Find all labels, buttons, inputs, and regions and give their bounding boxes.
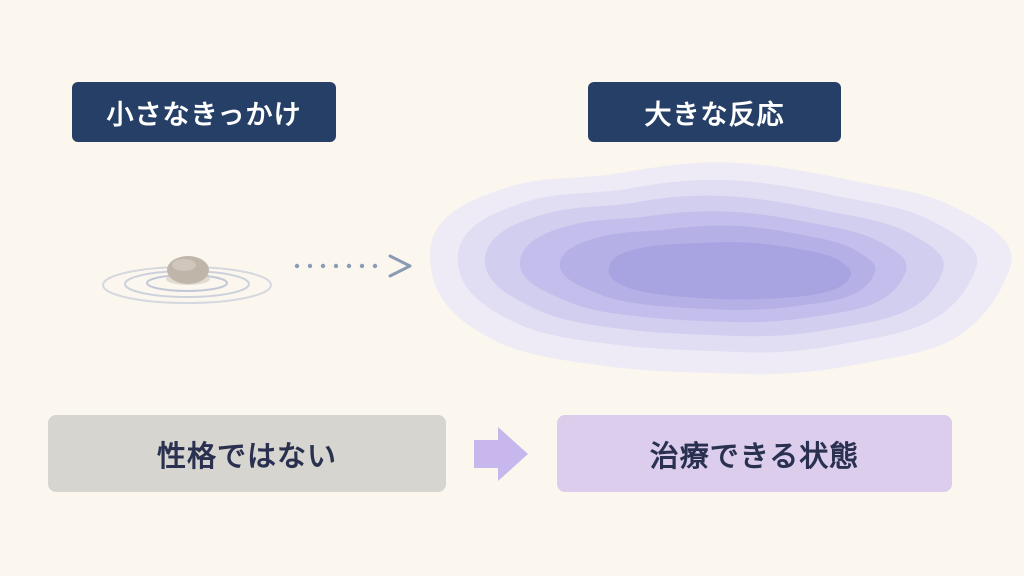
small-trigger-label: 小さなきっかけ bbox=[72, 82, 336, 142]
puddle-icon bbox=[430, 162, 1012, 375]
dotted-arrow-icon bbox=[294, 254, 412, 278]
stone-icon bbox=[166, 256, 210, 285]
treatable-state-panel: 治療できる状態 bbox=[557, 415, 952, 492]
treatable-state-text: 治療できる状態 bbox=[649, 438, 860, 473]
not-personality-text: 性格ではない bbox=[156, 438, 337, 473]
big-reaction-label: 大きな反応 bbox=[588, 82, 841, 142]
block-arrow-icon bbox=[474, 427, 528, 481]
big-reaction-text: 大きな反応 bbox=[644, 99, 785, 131]
small-trigger-text: 小さなきっかけ bbox=[106, 99, 302, 131]
not-personality-panel: 性格ではない bbox=[48, 415, 446, 492]
